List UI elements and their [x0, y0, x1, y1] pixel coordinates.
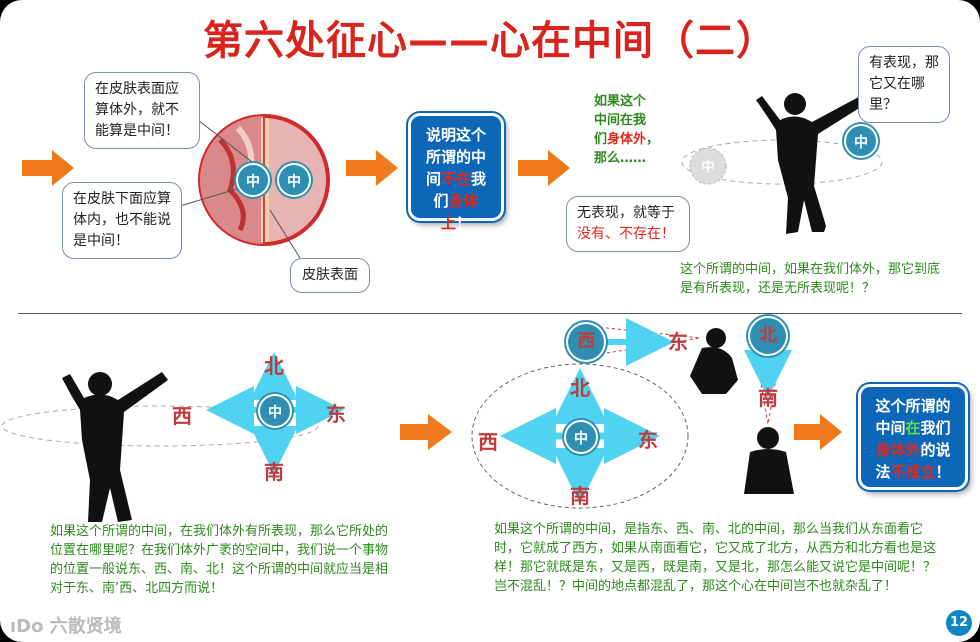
direction-north-label: 北: [264, 354, 284, 378]
human-silhouette-top: [756, 92, 872, 234]
center-marker-icon: 中: [277, 163, 311, 197]
watermark-logo: ıDo 六散贤境: [10, 616, 122, 637]
section-divider: [18, 313, 962, 314]
box1-line1: 说明这个: [425, 126, 486, 144]
viewpoint-north-marker: 北: [750, 318, 786, 354]
flow-arrow-5: [794, 414, 842, 450]
skin-cross-section-illustration: [198, 114, 330, 246]
conclusion-box-not-on-body: 说明这个 所谓的中 间不在我 们身体上！: [408, 113, 504, 232]
flow-arrow-4: [400, 414, 452, 450]
direction-east-label: 东: [668, 330, 688, 354]
direction-east-label: 东: [638, 428, 658, 452]
box1-line3: 间不在我: [425, 170, 487, 188]
ghost-center-marker: 中: [701, 160, 715, 175]
box1-line4: 们身体上！: [433, 192, 479, 232]
bottom-mid-explanation: 如果这个所谓的中间，是指东、西、南、北的中间，那么当我们从东面看它时，它就成了西…: [494, 522, 937, 594]
center-marker-icon: 中: [236, 163, 270, 197]
compass-left: [206, 352, 344, 474]
callout-no-expression: 无表现，就等于 没有、不存在！: [566, 196, 690, 252]
callout-has-expression: 有表现，那它又在哪里？: [858, 46, 950, 123]
flow-arrow-2: [346, 150, 398, 186]
direction-north-label: 北: [570, 376, 590, 400]
crouching-person-silhouette: [690, 328, 738, 394]
page-number-badge: 12: [946, 610, 972, 636]
flow-arrow-3: [518, 150, 570, 186]
direction-east-label: 东: [326, 402, 346, 426]
center-marker-icon: 中: [844, 124, 878, 158]
direction-south-label: 南: [570, 484, 590, 508]
callout-outside-skin: 在皮肤表面应算体外，就不能算是中间！: [84, 72, 200, 149]
human-silhouette-bottom: [62, 372, 168, 522]
direction-west-label: 西: [478, 430, 498, 454]
direction-west-label: 西: [172, 404, 192, 428]
center-marker-icon: 中: [258, 394, 292, 428]
green-question: 如果这个 中间在我 们身体外， 那么……: [594, 94, 660, 166]
callout-no-expression-line2: 没有、不存在！: [577, 226, 675, 242]
conclusion-box-not-valid: 这个所谓的 中间在我们 身体外的说 法不成立！: [858, 384, 968, 490]
top-right-explanation: 这个所谓的中间，如果在我们体外，那它到底是有所表现，还是无所表现呢！？: [680, 262, 941, 296]
direction-south-label: 南: [264, 460, 284, 484]
callout-no-expression-line1: 无表现，就等于: [577, 205, 675, 221]
callout-inside-skin: 在皮肤下面应算体内，也不能说是中间！: [62, 182, 182, 259]
viewpoint-west-marker: 西: [568, 324, 604, 360]
compass-mid: [500, 368, 660, 504]
seated-person-silhouette: [744, 427, 794, 494]
box1-line2: 所谓的中: [425, 148, 486, 166]
callout-skin-surface: 皮肤表面: [290, 258, 370, 293]
direction-south-label: 南: [758, 386, 778, 410]
bottom-left-explanation: 如果这个所谓的中间，在我们体外有所表现，那么它所处的位置在哪里呢？在我们体外广袤…: [50, 524, 389, 596]
page-title: 第六处征心——心在中间（二）: [203, 18, 777, 64]
flow-arrow-1: [22, 150, 74, 186]
center-marker-icon: 中: [564, 420, 598, 454]
